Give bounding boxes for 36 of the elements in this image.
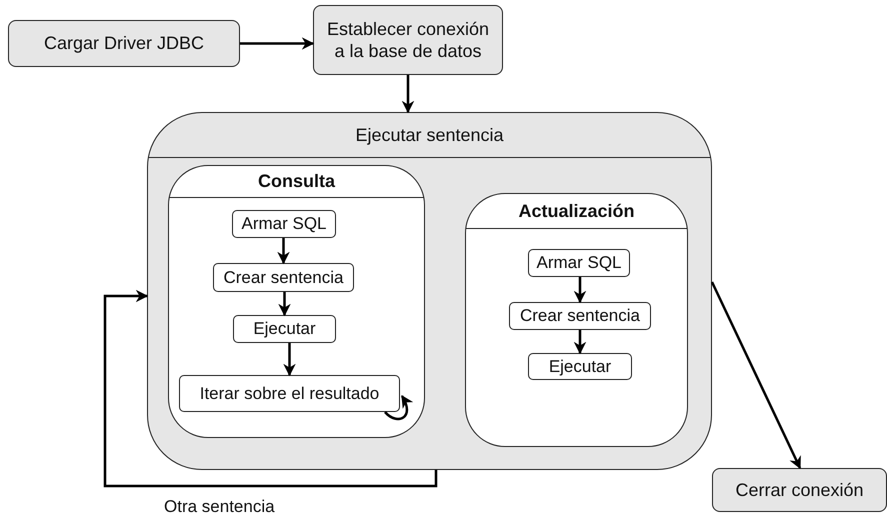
step-box bbox=[233, 315, 336, 343]
arrow bbox=[278, 292, 291, 316]
box-label: Armar SQL bbox=[536, 252, 622, 274]
step-box bbox=[509, 302, 651, 330]
process-box bbox=[8, 20, 240, 67]
box-label: Ejecutar bbox=[548, 356, 612, 378]
box-label: Crear sentencia bbox=[223, 266, 344, 288]
box-label: Iterar sobre el resultado bbox=[200, 382, 380, 404]
step-box bbox=[528, 353, 632, 380]
step-box bbox=[179, 375, 400, 412]
step-box bbox=[213, 263, 354, 292]
arrow bbox=[710, 281, 802, 470]
arrow bbox=[384, 394, 413, 420]
container-title: Consulta bbox=[258, 170, 335, 193]
step-box bbox=[232, 210, 336, 238]
process-box bbox=[313, 5, 503, 75]
arrow bbox=[574, 330, 586, 354]
box-label: Armar SQL bbox=[241, 213, 327, 235]
state-container bbox=[147, 112, 712, 470]
arrow bbox=[574, 277, 586, 304]
container-title: Ejecutar sentencia bbox=[355, 124, 504, 146]
container-title: Actualización bbox=[518, 200, 635, 222]
box-label: Establecer conexión a la base de datos bbox=[326, 18, 490, 62]
box-label: Cargar Driver JDBC bbox=[44, 32, 204, 55]
arrow bbox=[402, 75, 414, 114]
sub-state-container bbox=[465, 193, 688, 447]
box-label: Ejecutar bbox=[253, 318, 316, 340]
box-label: Cerrar conexión bbox=[735, 478, 864, 502]
sub-state-container bbox=[168, 165, 425, 438]
step-box bbox=[528, 249, 630, 277]
arrow bbox=[283, 343, 296, 376]
box-label: Crear sentencia bbox=[520, 305, 640, 327]
process-box bbox=[712, 468, 887, 512]
arrow bbox=[277, 238, 290, 264]
arrow bbox=[240, 37, 314, 50]
arrow bbox=[104, 290, 438, 488]
